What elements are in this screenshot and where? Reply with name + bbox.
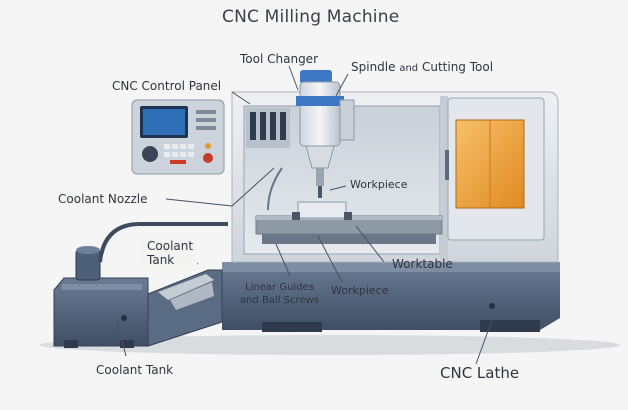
machine-base — [222, 262, 560, 332]
panel-screen — [143, 109, 185, 135]
coolant-tank-upper-line2: Tank — [147, 252, 175, 267]
label-linear-guides: Linear Guides and Ball Screws — [240, 282, 319, 307]
control-panel — [131, 99, 225, 175]
ground-shadow — [40, 335, 620, 355]
worktable — [255, 201, 443, 244]
spindle-head — [296, 81, 355, 198]
label-worktable: Worktable — [392, 257, 453, 271]
label-spindle-cutting-tool: Spindle and Cutting Tool — [351, 61, 493, 74]
linear-guides-line2: and Ball Screws — [240, 294, 319, 306]
label-tool-changer: Tool Changer — [240, 52, 318, 66]
label-coolant-tank-upper: Coolant Tank — [143, 238, 198, 270]
coolant-nozzle — [267, 167, 283, 211]
leader-lines — [115, 65, 493, 365]
spindle-suffix-text: Cutting Tool — [418, 60, 494, 74]
label-coolant-nozzle: Coolant Nozzle — [58, 192, 148, 206]
workpiece-block — [297, 201, 347, 219]
linear-guides-line1: Linear Guides — [245, 282, 314, 293]
label-coolant-tank-bottom: Coolant Tank — [96, 363, 174, 377]
diagram-title: CNC Milling Machine — [222, 7, 400, 27]
spindle-text: Spindle — [351, 60, 400, 74]
label-workpiece-top: Workpiece — [350, 178, 408, 191]
coolant-tank-upper-line1: Coolant — [147, 239, 194, 253]
spindle-and-text: and — [399, 63, 419, 74]
coolant-tank-unit — [53, 222, 228, 348]
label-control-panel: CNC Control Panel — [112, 79, 222, 93]
label-cnc-lathe: CNC Lathe — [440, 364, 520, 382]
tool-changer — [246, 70, 332, 148]
label-workpiece-bottom: Workpiece — [331, 284, 389, 297]
